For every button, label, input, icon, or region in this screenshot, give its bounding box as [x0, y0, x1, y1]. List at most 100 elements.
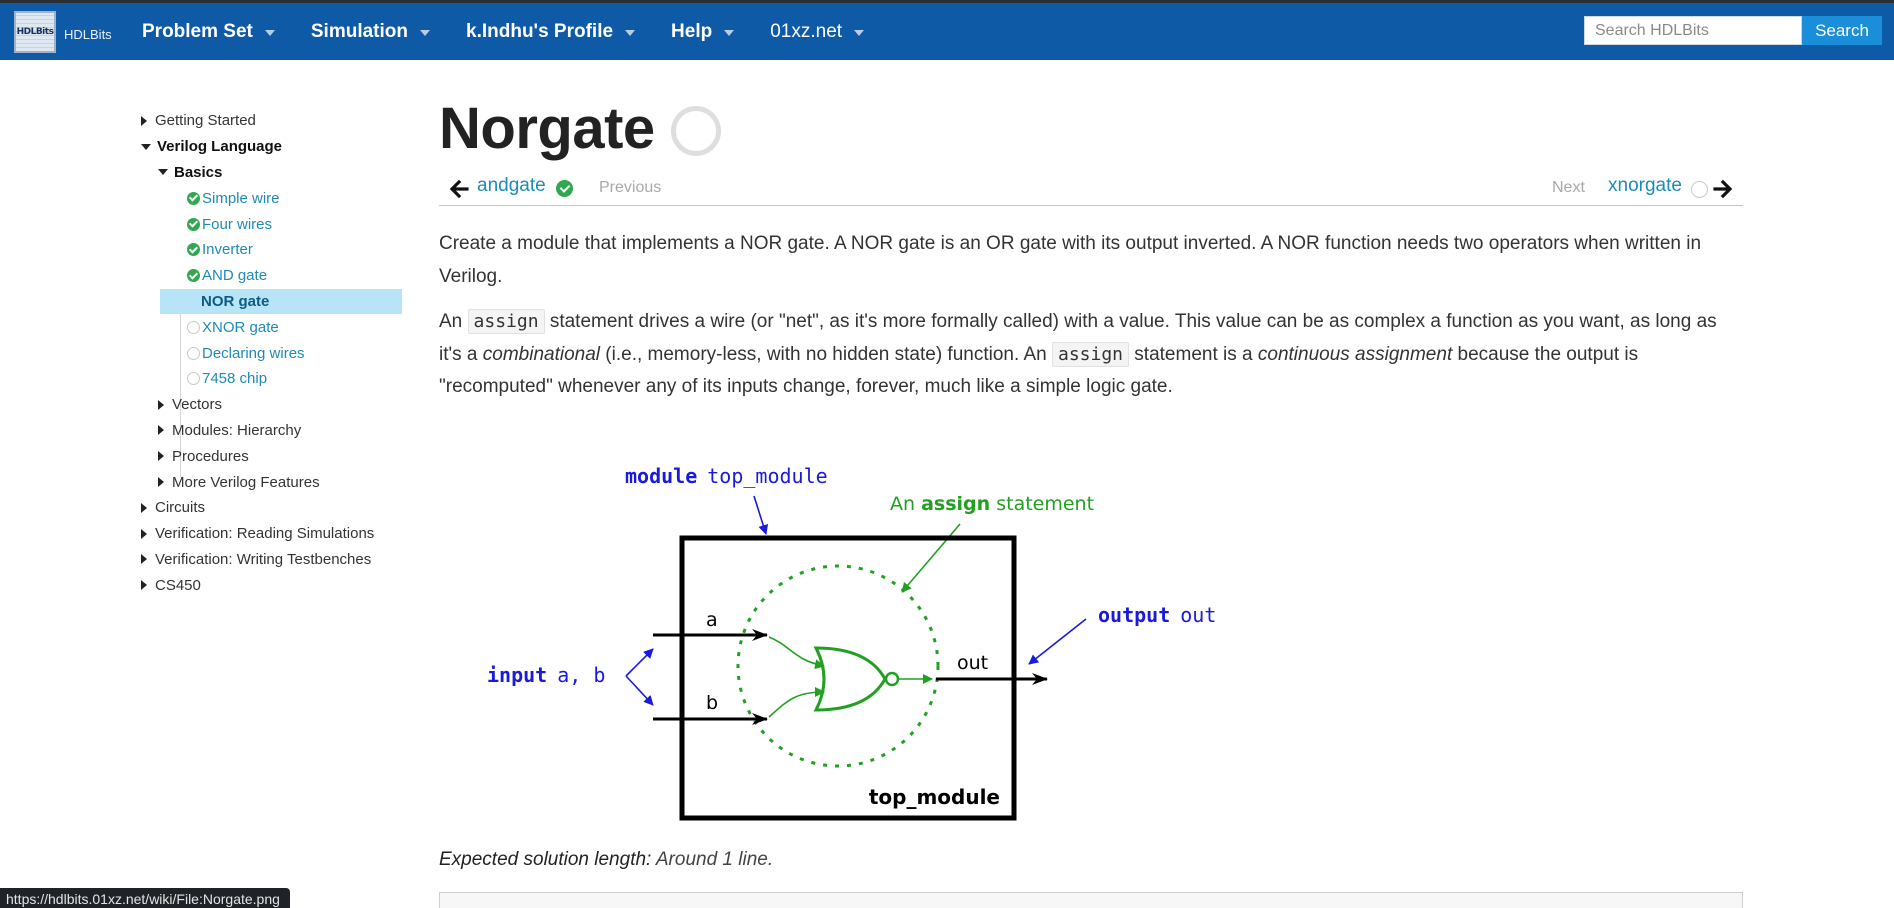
tree-item-link[interactable]: 7458 chip — [202, 370, 268, 388]
tree-item-label: Getting Started — [155, 112, 256, 130]
tree-item-label: Procedures — [172, 447, 249, 465]
nav-01xz-label: 01xz.net — [770, 20, 843, 42]
caret-right-icon — [141, 502, 147, 513]
assign-keyword: assign — [921, 493, 990, 515]
nor-bubble — [884, 671, 900, 687]
nav-simulation-label: Simulation — [310, 20, 408, 42]
chevron-down-icon — [625, 29, 636, 36]
input-arrow-a — [625, 648, 654, 677]
next-problem-link[interactable]: xnorgate — [1608, 175, 1682, 196]
caret-right-icon — [141, 580, 147, 591]
search-input[interactable] — [1584, 16, 1802, 45]
solution-value: Around 1 line. — [651, 849, 774, 870]
svg-text:An assign statement: An assign statement — [890, 493, 1094, 515]
browser-status-url: https://hdlbits.01xz.net/wiki/File:Norga… — [0, 888, 290, 908]
chevron-down-icon — [420, 29, 430, 36]
assign-label: An assign statement — [890, 493, 1094, 515]
inline-code: assign — [467, 309, 545, 334]
problem-pager: andgate Previous Next xnorgate — [439, 173, 1743, 206]
tree-item-procedures[interactable]: Procedures — [140, 443, 404, 469]
tree-guide-line — [180, 299, 181, 477]
tree-item-verilog-language[interactable]: Verilog Language — [140, 134, 404, 160]
tree-item-inverter[interactable]: Inverter — [140, 237, 404, 263]
tree-item-link[interactable]: Declaring wires — [202, 344, 305, 362]
next-label: Next — [1552, 179, 1585, 196]
paragraph-1: Create a module that implements a NOR ga… — [439, 233, 1702, 287]
tree-item-7458-chip[interactable]: 7458 chip — [140, 366, 404, 392]
assign-region-circle — [736, 564, 940, 768]
tree-item-basics[interactable]: Basics — [140, 160, 404, 186]
check-circle-icon — [187, 217, 200, 231]
code-editor[interactable] — [439, 892, 1743, 908]
nav-help[interactable]: Help — [671, 21, 735, 43]
tree-item-and-gate[interactable]: AND gate — [140, 263, 404, 289]
module-keyword: module — [625, 464, 697, 488]
tree-item-link[interactable]: AND gate — [202, 267, 268, 285]
gate-input-a — [768, 636, 825, 670]
emphasis: continuous assignment — [1257, 343, 1453, 365]
tree-item-cs450[interactable]: CS450 — [140, 572, 404, 598]
tree-item-getting-started[interactable]: Getting Started — [140, 108, 404, 134]
tree-item-label: Vectors — [172, 396, 223, 414]
tree-item-more-verilog-features[interactable]: More Verilog Features — [140, 469, 404, 495]
tree-item-declaring-wires[interactable]: Declaring wires — [140, 340, 404, 366]
emphasis: combinational — [482, 343, 601, 365]
nav-profile-label: k.Indhu's Profile — [466, 20, 614, 42]
tree-item-four-wires[interactable]: Four wires — [140, 211, 404, 237]
text-span: because the output is "recomputed" whene… — [439, 343, 1639, 398]
nav-simulation[interactable]: Simulation — [311, 21, 430, 43]
hdlbits-logo-icon[interactable]: HDLBits — [14, 11, 56, 53]
assign-post: statement — [990, 493, 1094, 515]
tree-item-link[interactable]: Simple wire — [202, 189, 280, 207]
brand-text[interactable]: HDLBits — [64, 26, 112, 42]
caret-right-icon — [141, 115, 147, 126]
tree-item-vectors[interactable]: Vectors — [140, 392, 404, 418]
top-navbar: HDLBits HDLBits Problem Set Simulation k… — [0, 0, 1894, 60]
tree-item-label: Verilog Language — [157, 138, 283, 156]
tree-item-simple-wire[interactable]: Simple wire — [140, 185, 404, 211]
caret-right-icon — [141, 528, 147, 539]
prev-problem-link[interactable]: andgate — [477, 175, 546, 196]
arrow-left-icon[interactable] — [449, 179, 469, 199]
tree-item-link[interactable]: Four wires — [202, 215, 273, 233]
tree-item-reading-simulations[interactable]: Verification: Reading Simulations — [140, 521, 404, 547]
nav-problem-set[interactable]: Problem Set — [142, 21, 275, 43]
text-span: An — [439, 311, 468, 332]
arrow-right-icon[interactable] — [1713, 179, 1733, 199]
chevron-down-icon — [854, 29, 865, 36]
tree-item-link[interactable]: Inverter — [202, 241, 253, 259]
search-form: Search — [1584, 16, 1882, 45]
nav-profile[interactable]: k.Indhu's Profile — [466, 20, 636, 43]
caret-right-icon — [141, 554, 147, 565]
text-span: statement drives a wire (or "net", as it… — [439, 311, 1717, 365]
inline-code: assign — [1052, 341, 1130, 367]
tree-item-nor-gate-row: NOR gate — [140, 288, 404, 315]
tree-item-label: Circuits — [155, 499, 206, 517]
tree-item-label: More Verilog Features — [172, 473, 320, 491]
tree-item-link[interactable]: XNOR gate — [202, 318, 279, 336]
solution-label: Expected solution length: — [439, 849, 652, 870]
tree-item-nor-gate[interactable]: NOR gate — [160, 288, 402, 315]
tree-item-circuits[interactable]: Circuits — [140, 495, 404, 521]
output-arrow — [1028, 618, 1087, 665]
tree-item-writing-testbenches[interactable]: Verification: Writing Testbenches — [140, 547, 404, 573]
search-button[interactable]: Search — [1802, 16, 1882, 45]
tree-item-label: Basics — [174, 163, 223, 181]
brand[interactable]: HDLBits HDLBits — [14, 11, 112, 53]
empty-circle-icon — [187, 346, 200, 360]
wire-a-label: a — [706, 609, 718, 631]
input-arrow-b — [625, 675, 654, 706]
expected-solution-length: Expected solution length: Around 1 line. — [439, 849, 773, 871]
status-circle-icon — [670, 106, 721, 156]
tree-item-label: Verification: Writing Testbenches — [155, 550, 372, 568]
logo-text: HDLBits — [16, 27, 54, 37]
tree-item-xnor-gate[interactable]: XNOR gate — [140, 314, 404, 340]
nav-01xz[interactable]: 01xz.net — [770, 20, 865, 43]
tree-item-modules-hierarchy[interactable]: Modules: Hierarchy — [140, 418, 404, 444]
